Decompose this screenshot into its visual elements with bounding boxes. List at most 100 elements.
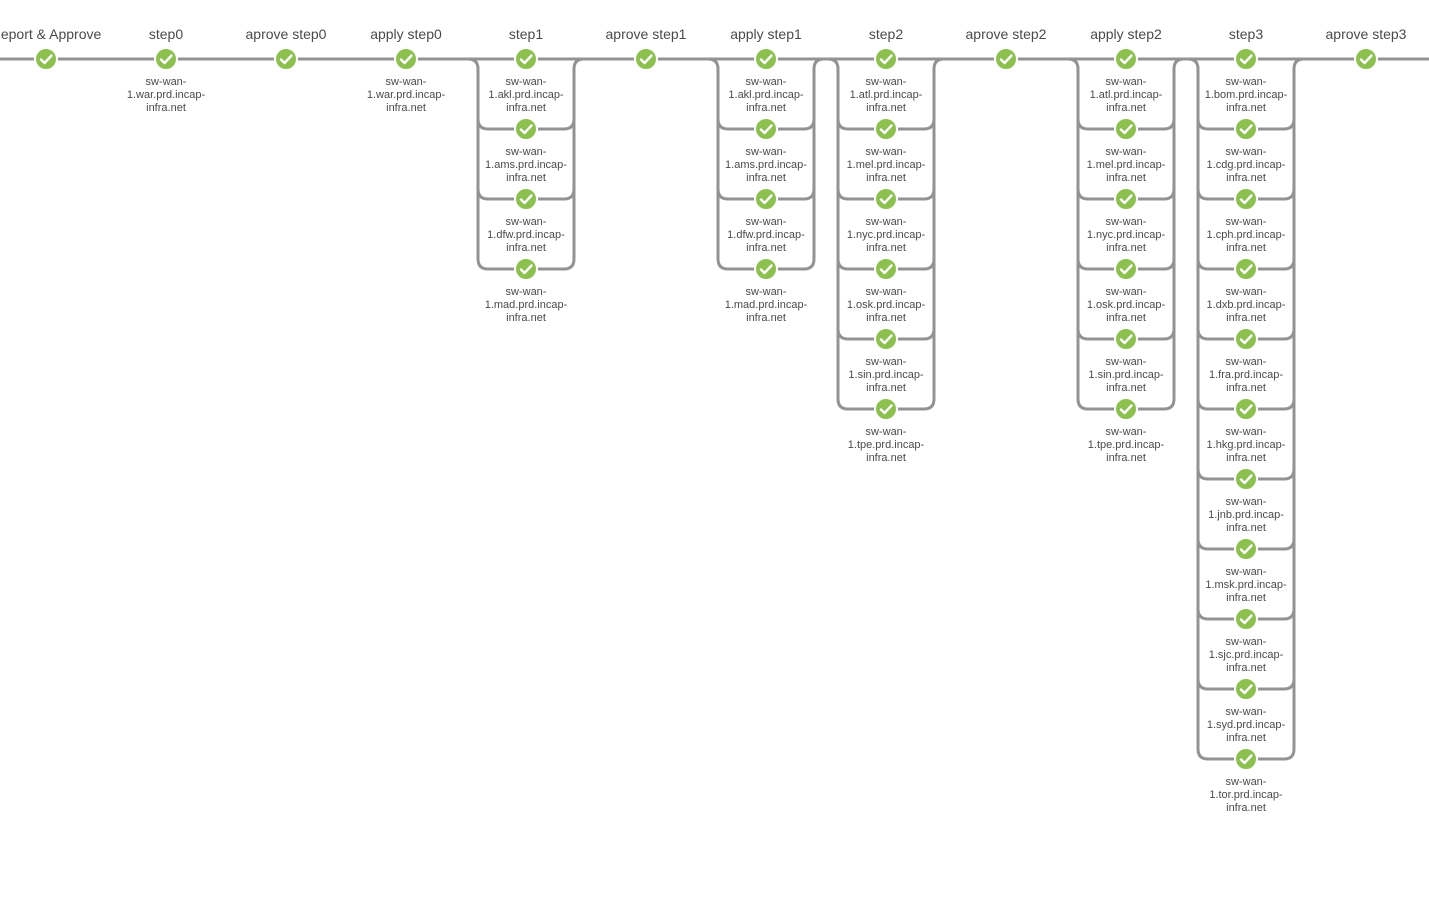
branch-label: sw-wan-1.nyc.prd.incap-infra.net (1087, 216, 1166, 254)
success-status-circle (1114, 257, 1138, 281)
check-icon (279, 54, 293, 65)
success-status-circle (634, 47, 658, 71)
branch-node[interactable] (1234, 187, 1258, 211)
success-status-circle (1114, 117, 1138, 141)
branch-rail-left (1067, 57, 1080, 399)
stage-label: Report & Approve (0, 26, 101, 42)
check-icon (1239, 124, 1253, 135)
branch-node[interactable] (874, 47, 898, 71)
check-icon (1119, 124, 1133, 135)
branch-label: sw-wan-1.atl.prd.incap-infra.net (1090, 76, 1163, 114)
branch-node[interactable] (514, 47, 538, 71)
branch-label: sw-wan-1.hkg.prd.incap-infra.net (1207, 426, 1286, 464)
stage-label: aprove step3 (1326, 26, 1407, 42)
branch-node[interactable] (1114, 397, 1138, 421)
pipeline-nodes (34, 47, 1378, 771)
branch-node[interactable] (514, 257, 538, 281)
branch-node[interactable] (1234, 257, 1258, 281)
branch-node[interactable] (1234, 537, 1258, 561)
branch-node[interactable] (754, 187, 778, 211)
branch-node[interactable] (1114, 47, 1138, 71)
check-icon (519, 194, 533, 205)
branch-label: sw-wan-1.osk.prd.incap-infra.net (1087, 286, 1166, 324)
check-icon (1239, 404, 1253, 415)
branch-label: sw-wan-1.sjc.prd.incap-infra.net (1209, 636, 1284, 674)
branch-node[interactable] (1234, 467, 1258, 491)
check-icon (1119, 404, 1133, 415)
stage-label: aprove step2 (966, 26, 1047, 42)
success-status-circle (874, 187, 898, 211)
success-status-circle (34, 47, 58, 71)
branch-label: sw-wan-1.ams.prd.incap-infra.net (485, 146, 567, 184)
branch-node[interactable] (754, 117, 778, 141)
branch-node[interactable] (394, 47, 418, 71)
check-icon (759, 194, 773, 205)
branch-rail-right (812, 57, 825, 259)
branch-node[interactable] (514, 187, 538, 211)
success-status-circle (874, 117, 898, 141)
success-status-circle (514, 257, 538, 281)
branch-label: sw-wan-1.msk.prd.incap-infra.net (1205, 566, 1287, 604)
success-status-circle (1234, 747, 1258, 771)
branch-node[interactable] (1114, 187, 1138, 211)
branch-node[interactable] (754, 47, 778, 71)
pipeline-connectors (0, 57, 1429, 761)
success-status-circle (1234, 397, 1258, 421)
branch-node[interactable] (1114, 327, 1138, 351)
success-status-circle (1234, 187, 1258, 211)
check-icon (519, 264, 533, 275)
success-status-circle (1354, 47, 1378, 71)
check-icon (879, 404, 893, 415)
success-status-circle (874, 257, 898, 281)
success-status-circle (1234, 537, 1258, 561)
stage-label: apply step0 (370, 26, 442, 42)
check-icon (1239, 264, 1253, 275)
branch-node[interactable] (1114, 117, 1138, 141)
check-icon (399, 54, 413, 65)
branch-node[interactable] (874, 327, 898, 351)
branch-node[interactable] (1234, 327, 1258, 351)
stage-label: step0 (149, 26, 183, 42)
branch-node[interactable] (1234, 117, 1258, 141)
branch-node[interactable] (754, 257, 778, 281)
branch-node[interactable] (1234, 47, 1258, 71)
success-status-circle (1234, 47, 1258, 71)
check-icon (1119, 194, 1133, 205)
branch-label: sw-wan-1.mel.prd.incap-infra.net (1087, 146, 1166, 184)
stage-label: step3 (1229, 26, 1263, 42)
branch-node[interactable] (1234, 747, 1258, 771)
success-status-circle (1234, 117, 1258, 141)
stage-node[interactable] (274, 47, 298, 71)
check-icon (1239, 684, 1253, 695)
success-status-circle (514, 117, 538, 141)
branch-node[interactable] (874, 257, 898, 281)
branch-rail-right (1172, 57, 1185, 399)
check-icon (759, 264, 773, 275)
branch-label: sw-wan-1.tor.prd.incap-infra.net (1209, 776, 1283, 814)
check-icon (879, 334, 893, 345)
branch-node[interactable] (1114, 257, 1138, 281)
stage-node[interactable] (1354, 47, 1378, 71)
branch-node[interactable] (874, 117, 898, 141)
branch-node[interactable] (154, 47, 178, 71)
branch-node[interactable] (874, 187, 898, 211)
stage-label: step2 (869, 26, 903, 42)
check-icon (999, 54, 1013, 65)
check-icon (1239, 334, 1253, 345)
stage-node[interactable] (634, 47, 658, 71)
branch-label: sw-wan-1.dxb.prd.incap-infra.net (1207, 286, 1286, 324)
branch-label: sw-wan-1.akl.prd.incap-infra.net (728, 76, 804, 114)
check-icon (759, 124, 773, 135)
branch-node[interactable] (1234, 677, 1258, 701)
branch-node[interactable] (1234, 397, 1258, 421)
branch-node[interactable] (514, 117, 538, 141)
branch-label: sw-wan-1.dfw.prd.incap-infra.net (487, 216, 565, 254)
success-status-circle (754, 47, 778, 71)
stage-node[interactable] (34, 47, 58, 71)
branch-label: sw-wan-1.ams.prd.incap-infra.net (725, 146, 807, 184)
branch-node[interactable] (1234, 607, 1258, 631)
branch-label: sw-wan-1.bom.prd.incap-infra.net (1205, 76, 1288, 114)
branch-node[interactable] (874, 397, 898, 421)
stage-node[interactable] (994, 47, 1018, 71)
success-status-circle (754, 187, 778, 211)
